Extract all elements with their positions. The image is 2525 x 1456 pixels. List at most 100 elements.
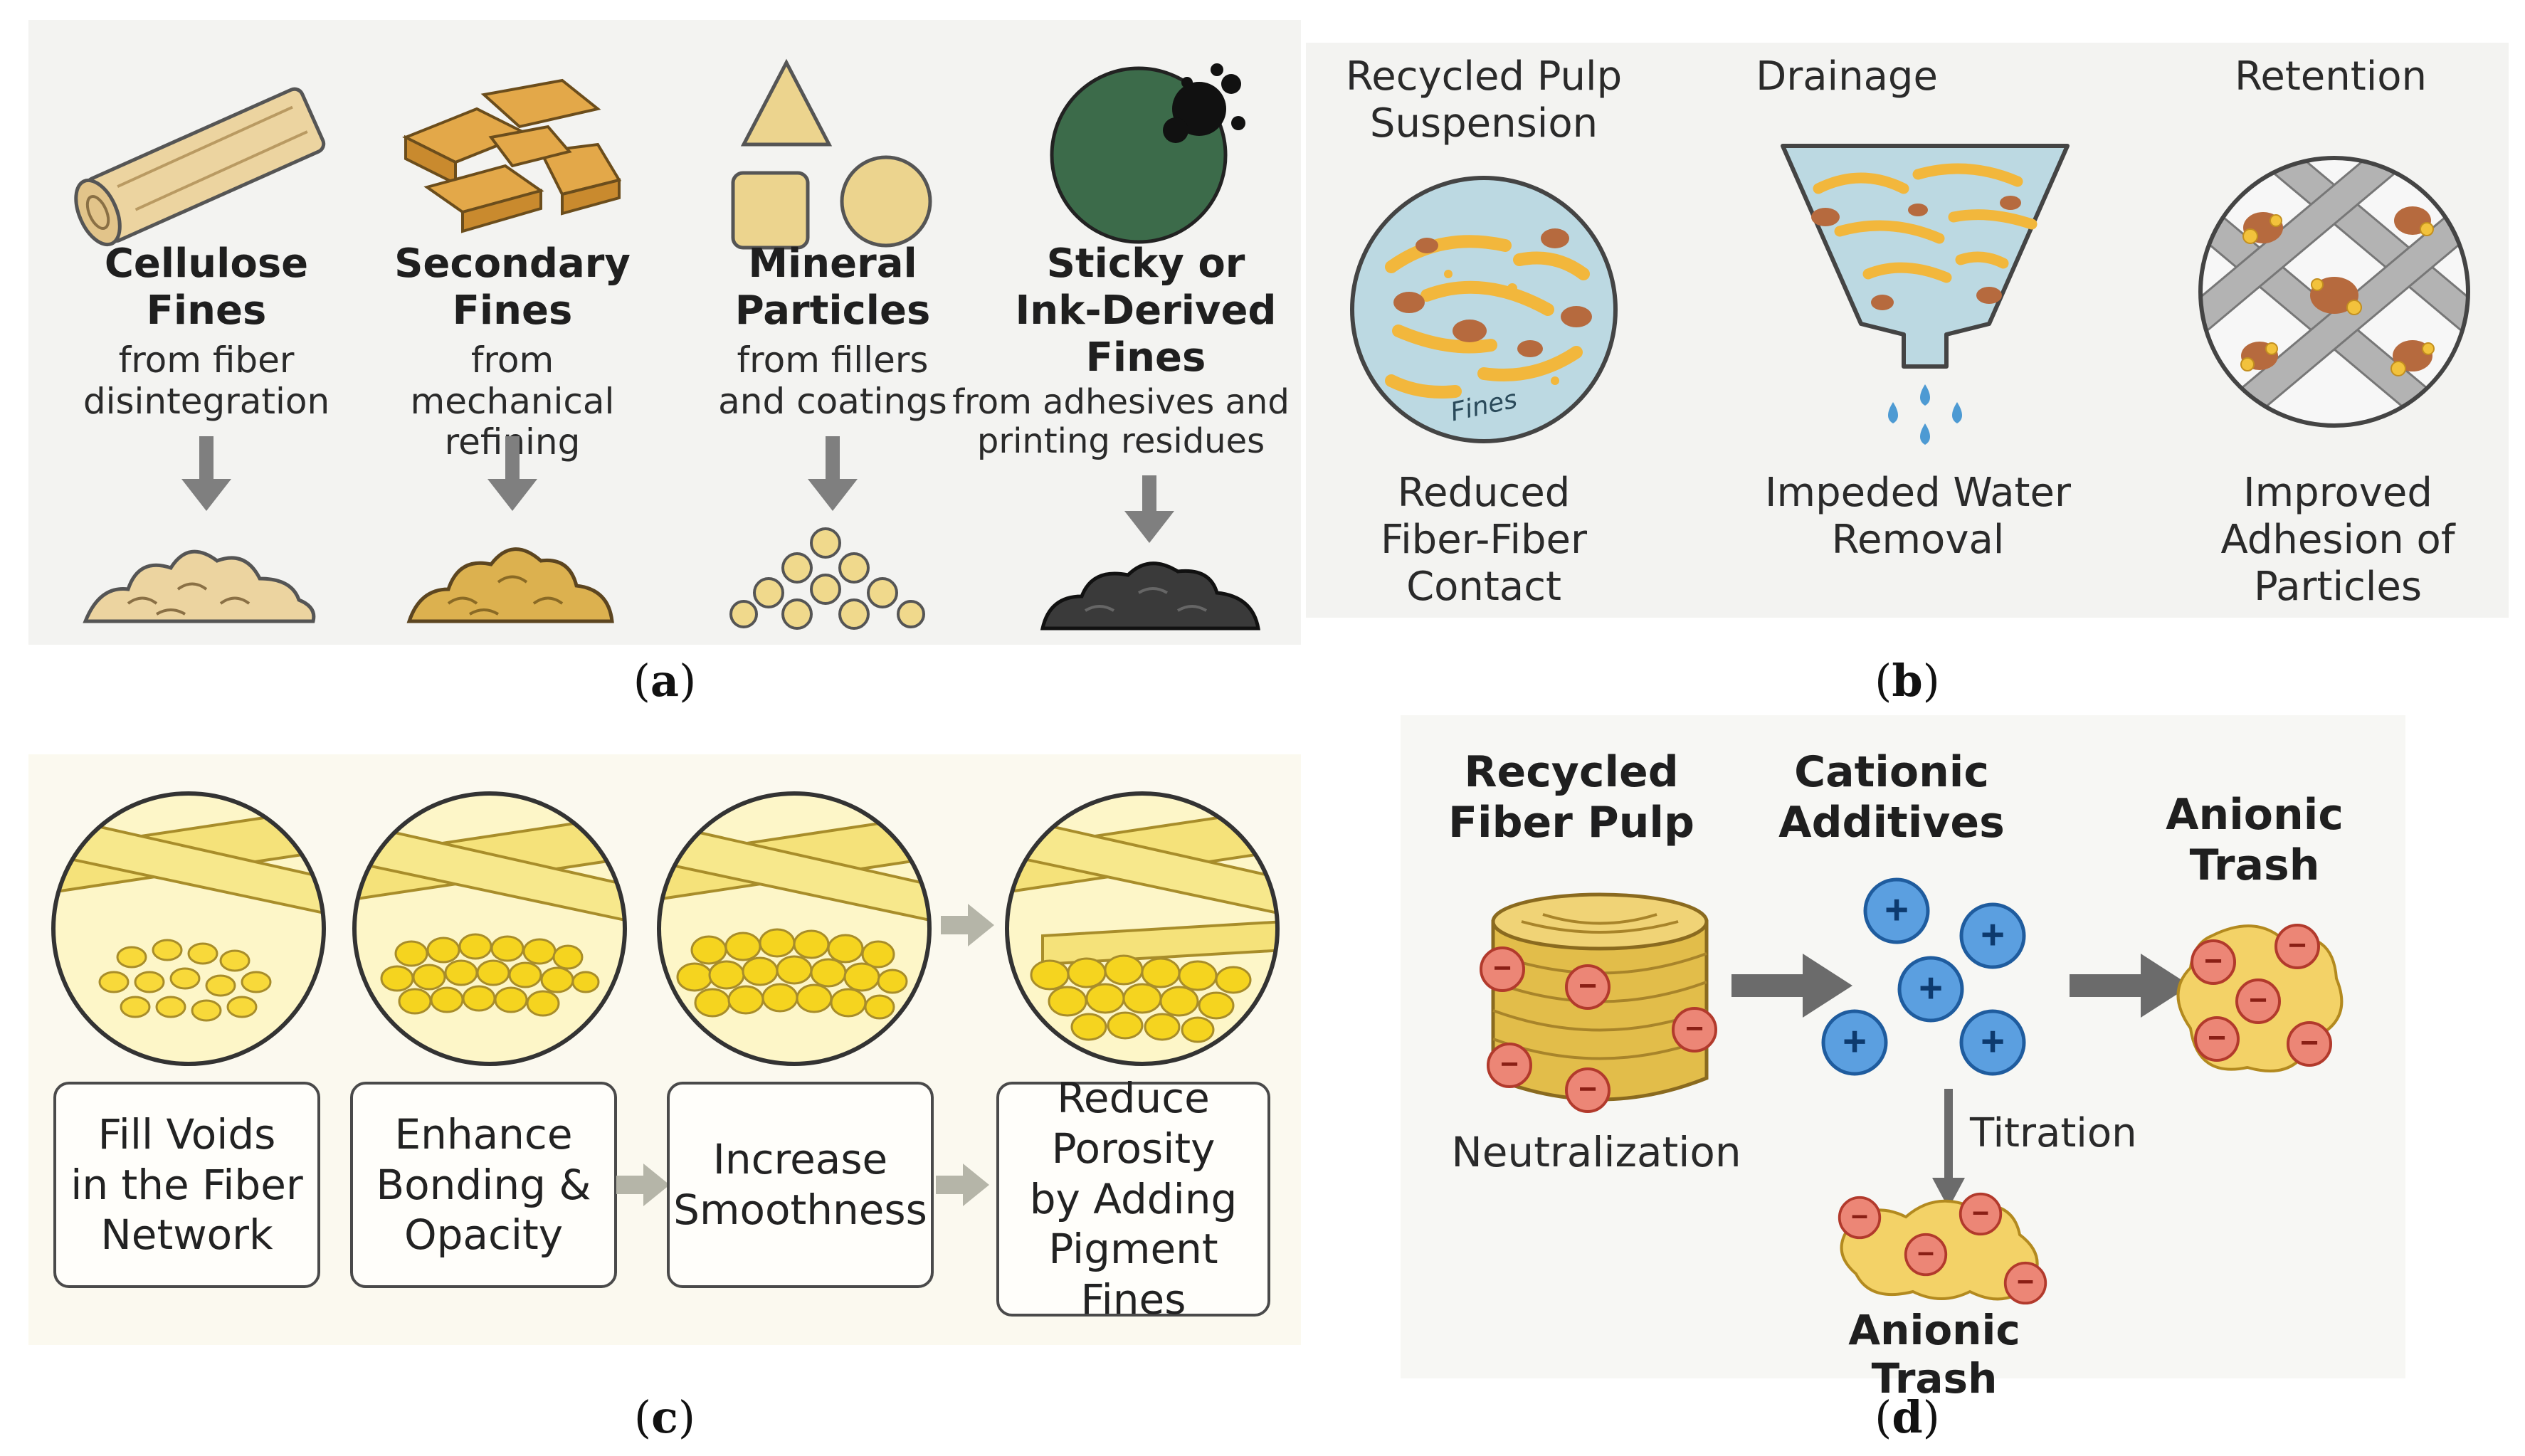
anionic-trash-title: Anionic Trash xyxy=(2166,790,2344,890)
log-icon xyxy=(74,87,326,247)
fill-voids-box: Fill Voids in the Fiber Network xyxy=(53,1082,320,1288)
negative-charge-icon: − xyxy=(1904,1233,1948,1277)
particle-adhesion-effect: Improved Adhesion of Particles xyxy=(2220,470,2455,611)
positive-charge-icon: + xyxy=(1959,902,2026,969)
panel-b: Recycled Pulp Suspension Drainage Retent… xyxy=(1306,43,2509,618)
negative-charge-sign: − xyxy=(1917,1236,1934,1270)
fines-type-subtitle: from mechanical refining xyxy=(410,339,615,462)
negative-charge-sign: − xyxy=(2204,944,2223,978)
cationic-additives-title: Cationic Additives xyxy=(1778,747,2005,848)
down-arrow-icon xyxy=(487,436,537,511)
right-arrow-icon xyxy=(1731,954,1852,1018)
fiber-porosity-circle-icon xyxy=(1005,791,1280,1066)
negative-charge-icon: − xyxy=(1838,1196,1882,1240)
negative-charge-sign: − xyxy=(1578,1072,1597,1107)
secondary-fines-pile-icon xyxy=(406,547,614,623)
enhance-bonding-box: Enhance Bonding & Opacity xyxy=(350,1082,617,1288)
panel-b-caption-letter: b xyxy=(1892,655,1923,707)
positive-charge-sign: + xyxy=(1981,912,2005,958)
fiber-void-circle-icon xyxy=(51,791,326,1066)
mineral-shapes-icon xyxy=(731,58,932,250)
negative-charge-icon: − xyxy=(1480,946,1525,992)
panel-d-caption-letter: d xyxy=(1892,1391,1923,1443)
fines-type-subtitle: from adhesives and printing residues xyxy=(952,382,1290,462)
positive-charge-icon: + xyxy=(1959,1009,2026,1076)
increase-smoothness-box: Increase Smoothness xyxy=(667,1082,934,1288)
fines-type-title: Cellulose Fines xyxy=(104,241,309,334)
down-arrow-icon xyxy=(808,436,858,511)
panel-c-caption: (c) xyxy=(633,1391,696,1443)
positive-charge-icon: + xyxy=(1897,956,1964,1023)
fiber-smoothness-circle-icon xyxy=(657,791,932,1066)
negative-charge-icon: − xyxy=(2194,1016,2240,1062)
panel-d-caption: (d) xyxy=(1875,1391,1940,1443)
negative-charge-icon: − xyxy=(1487,1043,1532,1088)
fiber-contact-effect: Reduced Fiber-Fiber Contact xyxy=(1380,470,1588,611)
fines-type-title: Secondary Fines xyxy=(394,241,631,334)
reduce-porosity-box: Reduce Porosity by Adding Pigment Fines xyxy=(996,1074,1270,1324)
negative-charge-icon: − xyxy=(1565,964,1611,1010)
positive-charge-sign: + xyxy=(1919,965,1943,1011)
negative-charge-sign: − xyxy=(2288,928,2307,963)
right-arrow-icon xyxy=(941,904,994,946)
positive-charge-icon: + xyxy=(1821,1009,1888,1076)
negative-charge-sign: − xyxy=(1685,1011,1704,1046)
negative-charge-icon: − xyxy=(1672,1007,1717,1053)
fines-type-title: Sticky or Ink-Derived Fines xyxy=(1015,241,1277,381)
negative-charge-sign: − xyxy=(2208,1020,2226,1055)
reduce-porosity-label: Reduce Porosity by Adding Pigment Fines xyxy=(1029,1074,1238,1324)
negative-charge-sign: − xyxy=(2300,1025,2319,1060)
panel-a: Cellulose Fines from fiber disintegratio… xyxy=(28,20,1301,645)
negative-charge-sign: − xyxy=(1500,1047,1519,1082)
panel-c: Fill Voids in the Fiber Network Enhance … xyxy=(28,754,1301,1345)
enhance-bonding-label: Enhance Bonding & Opacity xyxy=(376,1109,591,1260)
retention-title: Retention xyxy=(2234,53,2428,100)
panel-a-caption: (a) xyxy=(633,655,697,707)
positive-charge-sign: + xyxy=(1843,1018,1867,1065)
negative-charge-icon: − xyxy=(2274,924,2320,969)
panel-a-caption-letter: a xyxy=(650,655,680,707)
down-arrow-icon xyxy=(1932,1089,1965,1208)
negative-charge-icon: − xyxy=(2235,978,2281,1024)
negative-charge-sign: − xyxy=(1851,1199,1868,1233)
fill-voids-label: Fill Voids in the Fiber Network xyxy=(70,1109,303,1260)
water-removal-effect: Impeded Water Removal xyxy=(1765,470,2071,564)
negative-charge-sign: − xyxy=(2249,983,2267,1018)
anionic-trash-label: Anionic Trash xyxy=(1848,1306,2020,1403)
drainage-funnel-icon xyxy=(1781,144,2070,445)
pulp-suspension-title: Recycled Pulp Suspension xyxy=(1345,53,1623,147)
negative-charge-sign: − xyxy=(1972,1196,1989,1229)
negative-charge-icon: − xyxy=(2191,939,2236,985)
right-arrow-icon xyxy=(2070,954,2191,1018)
retention-mesh-icon xyxy=(2198,156,2470,428)
negative-charge-icon: − xyxy=(1565,1067,1611,1113)
drainage-title: Drainage xyxy=(1756,53,1938,100)
positive-charge-icon: + xyxy=(1863,877,1930,944)
ink-ball-icon xyxy=(1050,63,1245,244)
neutralization-label: Neutralization xyxy=(1451,1128,1741,1176)
positive-charge-sign: + xyxy=(1884,887,1909,933)
pulp-suspension-circle-icon xyxy=(1350,176,1618,443)
positive-charge-sign: + xyxy=(1981,1018,2005,1065)
negative-charge-icon: − xyxy=(2003,1261,2047,1305)
recycled-fiber-pulp-title: Recycled Fiber Pulp xyxy=(1448,747,1694,848)
panel-b-caption: (b) xyxy=(1875,655,1940,707)
negative-charge-sign: − xyxy=(1578,969,1597,1003)
right-arrow-icon xyxy=(936,1164,989,1206)
cellulose-fines-pile-icon xyxy=(83,549,316,623)
down-arrow-icon xyxy=(181,436,231,511)
mineral-particles-pile-icon xyxy=(729,527,925,630)
pulp-cylinder-icon xyxy=(1491,892,1709,1102)
ink-fines-pile-icon xyxy=(1040,561,1260,631)
right-arrow-icon xyxy=(616,1164,670,1206)
fiber-bonding-circle-icon xyxy=(352,791,627,1066)
negative-charge-sign: − xyxy=(1493,951,1512,986)
increase-smoothness-label: Increase Smoothness xyxy=(673,1135,927,1234)
fines-type-title: Mineral Particles xyxy=(734,241,931,334)
down-arrow-icon xyxy=(1124,475,1174,543)
wood-chips-icon xyxy=(402,78,622,233)
fines-type-subtitle: from fillers and coatings xyxy=(718,339,947,422)
negative-charge-icon: − xyxy=(2287,1021,2332,1067)
panel-c-caption-letter: c xyxy=(651,1391,678,1443)
negative-charge-sign: − xyxy=(2017,1265,2034,1298)
